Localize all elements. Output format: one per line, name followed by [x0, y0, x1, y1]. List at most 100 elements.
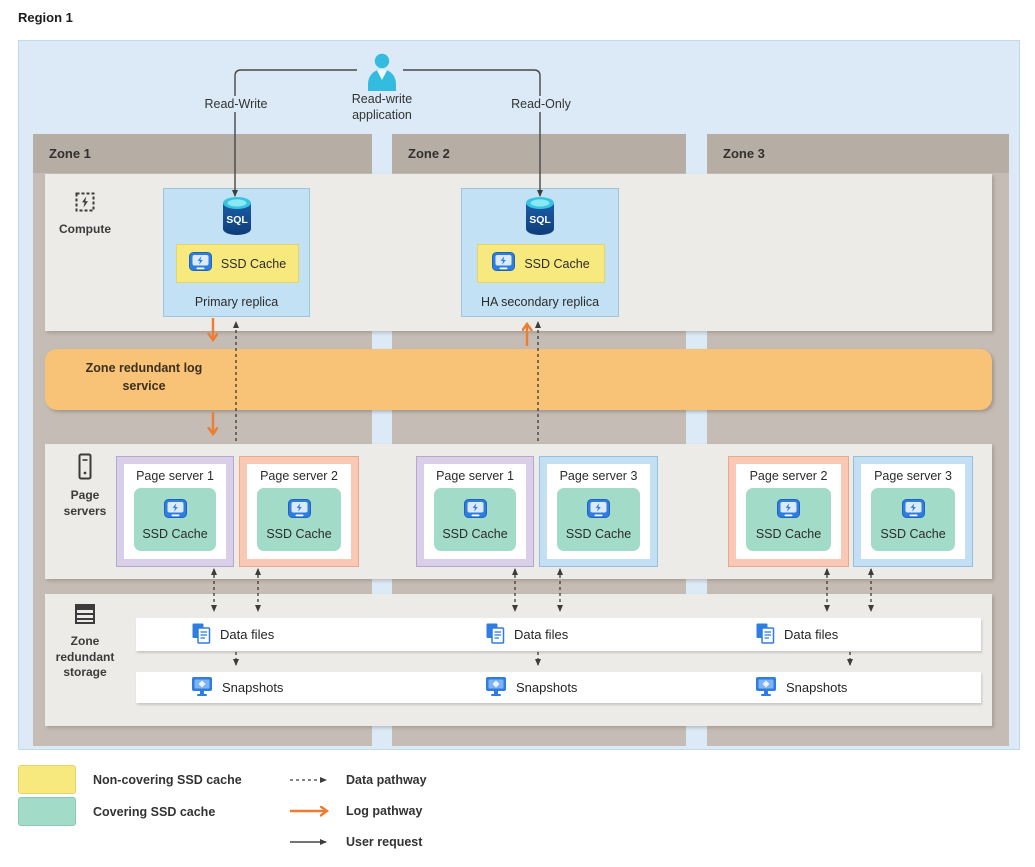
non-covering-swatch — [18, 765, 76, 794]
read-only-label: Read-Only — [481, 96, 601, 113]
ssd-disk-icon — [587, 498, 610, 523]
svg-text:SQL: SQL — [529, 214, 551, 226]
data-files-label: Data files — [784, 627, 839, 642]
zone-redundant-log-service: Zone redundant log service — [45, 349, 992, 410]
ssd-disk-icon — [901, 498, 925, 523]
storage-section — [45, 594, 992, 726]
ssd-disk-icon — [188, 251, 212, 276]
ssd-cache-label: SSD Cache — [220, 256, 287, 271]
data-files-item: Data files — [485, 618, 568, 651]
page-server-card: Page server 2 SSD Cache — [239, 456, 359, 567]
ssd-disk-icon — [492, 251, 516, 276]
covering-ssd-cache: SSD Cache — [871, 488, 955, 551]
covering-ssd-cache: SSD Cache — [134, 488, 216, 551]
page-server-title: Page server 2 — [260, 469, 338, 483]
legend-label: User request — [346, 835, 423, 849]
legend-label: Data pathway — [346, 773, 427, 787]
region-box: Zone 1 Zone 2 Zone 3 Compute — [18, 40, 1020, 750]
non-covering-ssd-cache: SSD Cache — [477, 244, 605, 283]
primary-replica-box: SQL SSD Cache Primary replica — [163, 188, 310, 317]
page-server-title: Page server 3 — [559, 469, 638, 483]
data-files-bar: Data files Data files Data files — [136, 618, 981, 651]
ssd-disk-icon — [777, 498, 800, 523]
files-icon — [191, 622, 211, 648]
page-server-title: Page server 1 — [136, 469, 214, 483]
ssd-disk-icon — [463, 498, 487, 523]
page-server-card: Page server 2 SSD Cache — [728, 456, 849, 567]
log-service-label: Zone redundant log service — [85, 361, 203, 393]
ssd-cache-label: SSD Cache — [266, 526, 332, 541]
ssd-cache-label: SSD Cache — [755, 526, 822, 541]
covering-ssd-cache: SSD Cache — [434, 488, 516, 551]
snapshots-item: Snapshots — [485, 672, 577, 703]
compute-label-group: Compute — [45, 189, 125, 238]
sql-database-icon: SQL — [164, 195, 309, 242]
storage-label: Zone redundant storage — [55, 634, 115, 680]
snapshot-monitor-icon — [485, 676, 507, 700]
covering-swatch — [18, 797, 76, 826]
sql-database-icon: SQL — [462, 195, 618, 242]
page-server-card: Page server 3 SSD Cache — [853, 456, 973, 567]
ha-secondary-replica-box: SQL SSD Cache HA secondary replica — [461, 188, 619, 317]
snapshot-monitor-icon — [755, 676, 777, 700]
page-servers-label-group: Page servers — [45, 453, 125, 519]
page-server-card: Page server 1 SSD Cache — [416, 456, 534, 567]
legend-label: Log pathway — [346, 804, 423, 818]
zone-2-header: Zone 2 — [392, 134, 686, 173]
ssd-cache-label: SSD Cache — [442, 526, 508, 541]
covering-ssd-cache: SSD Cache — [257, 488, 341, 551]
chip-icon — [72, 192, 98, 219]
snapshots-item: Snapshots — [191, 672, 283, 703]
ssd-disk-icon — [163, 498, 187, 523]
dashed-arrow-icon — [290, 777, 327, 783]
data-files-label: Data files — [220, 627, 275, 642]
zone-1-header: Zone 1 — [33, 134, 372, 173]
ssd-cache-label: SSD Cache — [565, 526, 632, 541]
snapshot-monitor-icon — [191, 676, 213, 700]
covering-ssd-cache: SSD Cache — [557, 488, 640, 551]
storage-stack-icon — [72, 604, 98, 631]
region-title: Region 1 — [18, 10, 73, 25]
svg-text:SQL: SQL — [226, 214, 248, 226]
page-server-title: Page server 2 — [749, 469, 828, 483]
ssd-cache-label: SSD Cache — [524, 256, 590, 271]
zone-3-header: Zone 3 — [707, 134, 1009, 173]
page-server-card: Page server 1 SSD Cache — [116, 456, 234, 567]
ssd-cache-label: SSD Cache — [880, 526, 946, 541]
snapshots-bar: Snapshots Snapshots Snapshots — [136, 672, 981, 703]
legend-user-request: User request — [288, 834, 422, 850]
ssd-cache-label: SSD Cache — [142, 526, 208, 541]
data-files-label: Data files — [514, 627, 569, 642]
legend-covering: Covering SSD cache — [18, 797, 215, 826]
server-icon — [75, 453, 95, 485]
legend-label: Covering SSD cache — [93, 804, 216, 819]
page-server-title: Page server 3 — [874, 469, 952, 483]
files-icon — [755, 622, 775, 648]
page-server-card: Page server 3 SSD Cache — [539, 456, 658, 567]
snapshots-label: Snapshots — [786, 680, 848, 695]
snapshots-item: Snapshots — [755, 672, 847, 703]
storage-label-group: Zone redundant storage — [45, 601, 125, 681]
non-covering-ssd-cache: SSD Cache — [176, 244, 299, 283]
covering-ssd-cache: SSD Cache — [746, 488, 831, 551]
orange-arrow-icon — [290, 802, 336, 820]
ha-secondary-replica-label: HA secondary replica — [480, 295, 600, 309]
application-label: Read-write application — [330, 91, 434, 124]
person-icon — [364, 53, 400, 98]
files-icon — [485, 622, 505, 648]
primary-replica-label: Primary replica — [194, 295, 279, 309]
read-write-label: Read-Write — [176, 96, 296, 113]
snapshots-label: Snapshots — [222, 680, 284, 695]
solid-arrow-icon — [290, 839, 327, 845]
legend-label: Non-covering SSD cache — [93, 772, 242, 787]
ssd-disk-icon — [287, 498, 311, 523]
snapshots-label: Snapshots — [516, 680, 578, 695]
data-files-item: Data files — [191, 618, 274, 651]
legend-data-pathway: Data pathway — [288, 772, 427, 788]
legend-non-covering: Non-covering SSD cache — [18, 765, 242, 794]
compute-label: Compute — [59, 222, 111, 236]
data-files-item: Data files — [755, 618, 838, 651]
page-servers-label: Page servers — [63, 488, 107, 518]
legend-log-pathway: Log pathway — [288, 802, 422, 820]
